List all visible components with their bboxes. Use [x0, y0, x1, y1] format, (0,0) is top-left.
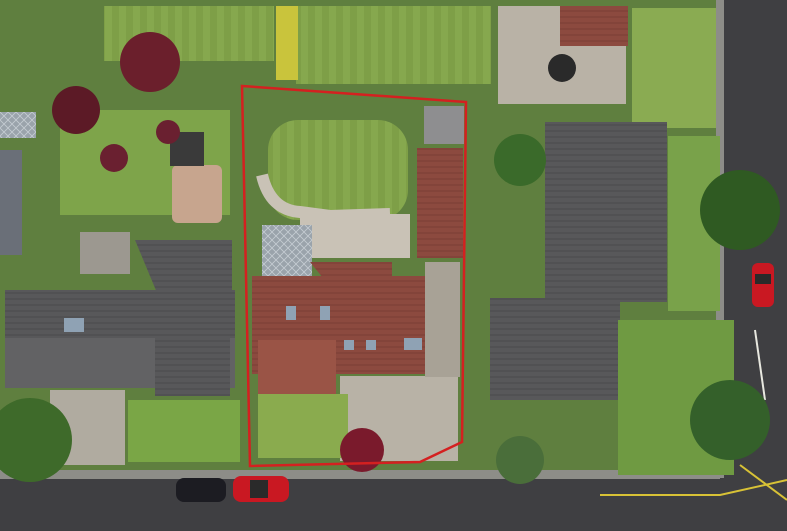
roof-garage [417, 148, 463, 258]
road-marking-yellow-2 [739, 464, 787, 501]
road-marking-yellow [600, 479, 787, 496]
shed-subject [424, 106, 464, 144]
roof-top-right [560, 6, 628, 46]
red-tree [100, 144, 128, 172]
greenhouse [0, 112, 36, 138]
rooflight [366, 340, 376, 350]
lawn-top-right [632, 8, 720, 128]
tree [690, 380, 770, 460]
red-tree [52, 86, 100, 134]
rooflight [286, 306, 296, 320]
side-path-subject [425, 262, 460, 377]
car-red-right [752, 263, 774, 307]
lawn-top-center [296, 6, 491, 84]
rooflight [404, 338, 422, 350]
rooflight [344, 340, 354, 350]
roof-right-bungalow [545, 122, 667, 302]
tree [496, 436, 544, 484]
lawn-left-front [128, 400, 240, 462]
lawn-subject-back [268, 120, 408, 220]
red-tree [120, 32, 180, 92]
tree [494, 134, 546, 186]
skylight [64, 318, 84, 332]
red-tree [156, 120, 180, 144]
path-curved [256, 173, 391, 223]
car-red-right-windscreen [755, 274, 771, 284]
patio-left [172, 165, 222, 223]
tree [700, 170, 780, 250]
roof-left-house-gable [135, 240, 232, 336]
plot-boundary [240, 84, 468, 468]
road-bottom [0, 478, 787, 531]
conservatory [262, 225, 312, 277]
red-shrub [340, 428, 384, 472]
hedge-yellow [276, 6, 298, 80]
parasol [548, 54, 576, 82]
roof-left-house-front [155, 338, 230, 396]
roof-left-extension [80, 232, 130, 274]
roof-subject-gable-top [310, 262, 392, 305]
road-marking-white [754, 329, 766, 401]
terrace-subject [300, 214, 410, 258]
pavement-bottom [0, 470, 720, 479]
roof-right-bungalow-link [545, 290, 617, 400]
roof-far-left [0, 150, 22, 255]
tree [0, 398, 72, 482]
car-black [176, 478, 226, 502]
roof-subject-front-gable [258, 340, 336, 394]
rooflight [320, 306, 330, 320]
lawn-subject-front [258, 394, 348, 458]
car-red-windscreen [250, 480, 268, 498]
